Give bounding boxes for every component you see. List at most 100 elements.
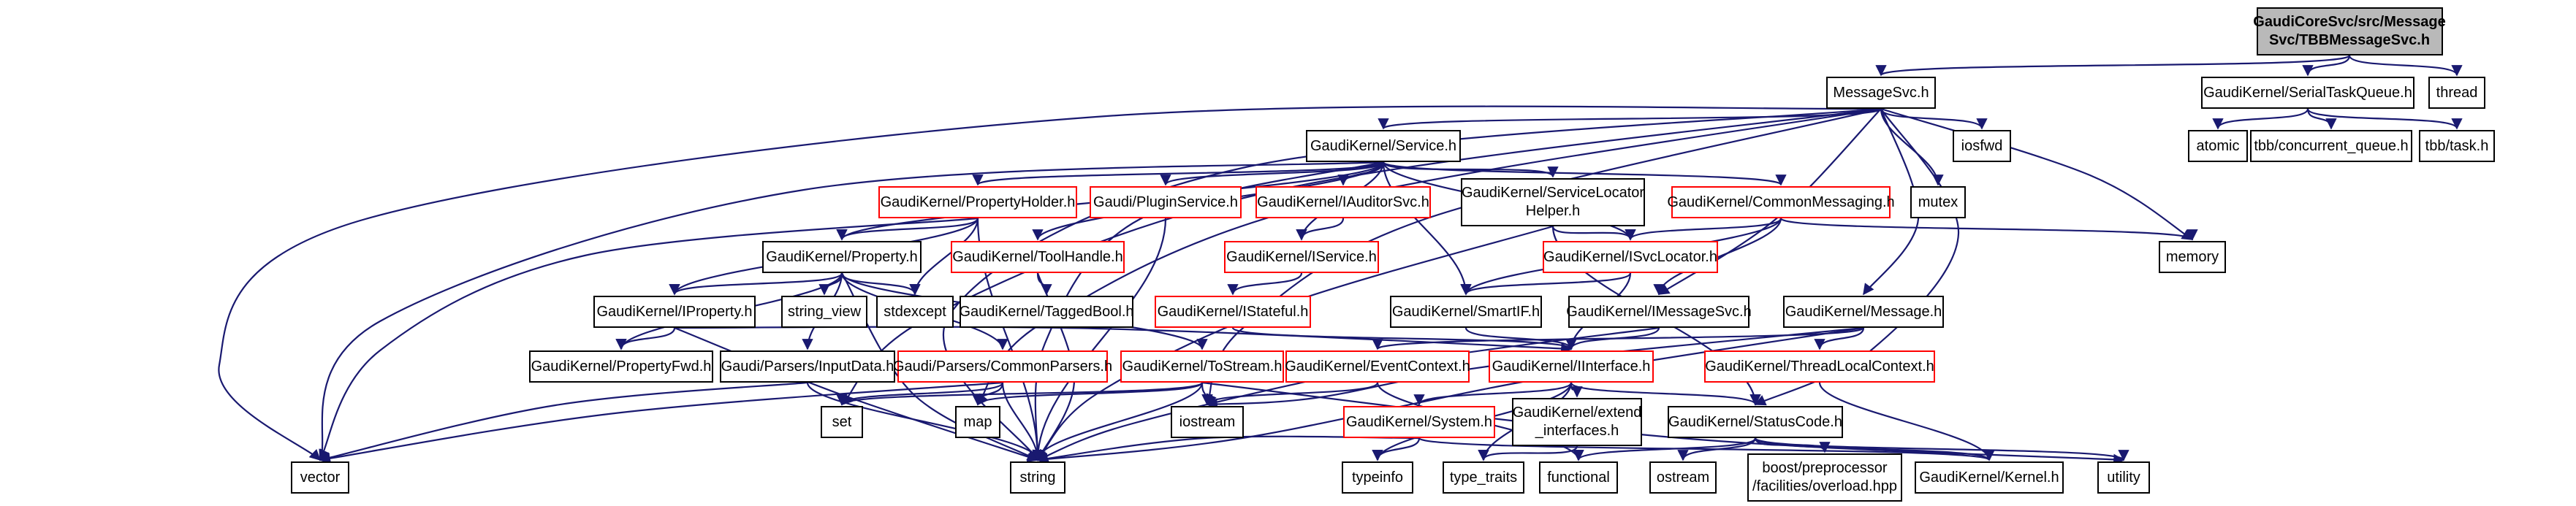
edge-messagesvc-to-imessagesvc: [1657, 108, 1882, 295]
edge-extendinterfaces-to-type_traits: [1478, 445, 1578, 461]
edge-root-to-thread: [2348, 55, 2463, 77]
edge-iinterface-to-system: [1413, 382, 1573, 406]
edge-statuscode-to-utility: [1754, 437, 2129, 461]
edge-message-to-eventcontext: [1372, 326, 1865, 350]
edge-system-to-typeinfo: [1372, 437, 1421, 461]
graph-node-propertyholder[interactable]: GaudiKernel/PropertyHolder.h: [878, 186, 1077, 218]
edge-tostream-to-iostream: [1201, 382, 1213, 406]
graph-node-iproperty[interactable]: GaudiKernel/IProperty.h: [593, 296, 756, 328]
edge-messagesvc-to-mutex: [1880, 108, 1944, 186]
graph-node-iinterface[interactable]: GaudiKernel/IInterface.h: [1489, 350, 1654, 383]
graph-node-root: GaudiCoreSvc/src/Message Svc/TBBMessageS…: [2253, 7, 2446, 55]
graph-node-kernel[interactable]: GaudiKernel/Kernel.h: [1915, 461, 2064, 494]
edge-propertyholder-to-property: [836, 218, 979, 241]
graph-node-isvclocator[interactable]: GaudiKernel/ISvcLocator.h: [1543, 241, 1718, 273]
graph-node-smartif[interactable]: GaudiKernel/SmartIF.h: [1390, 296, 1542, 328]
graph-node-taggedbool[interactable]: GaudiKernel/TaggedBool.h: [959, 296, 1134, 328]
graph-node-service[interactable]: GaudiKernel/Service.h: [1306, 130, 1461, 162]
edge-iinterface-to-statuscode: [1570, 382, 1761, 406]
edge-property-to-stdexcept: [840, 272, 921, 296]
graph-node-pluginservice[interactable]: Gaudi/PluginService.h: [1090, 186, 1242, 218]
edge-iproperty-to-iinterface: [674, 326, 1573, 355]
edge-tostream-to-map: [972, 381, 1204, 406]
graph-node-toolhandle[interactable]: GaudiKernel/ToolHandle.h: [951, 241, 1125, 273]
edge-system-to-kernel: [1418, 437, 1995, 461]
edge-propertyholder-to-vector: [319, 217, 979, 461]
graph-node-commonmessaging[interactable]: GaudiKernel/CommonMessaging.h: [1667, 186, 1895, 218]
graph-node-stdexcept[interactable]: stdexcept: [876, 296, 954, 328]
edge-root-to-messagesvc: [1875, 54, 2351, 77]
edge-service-to-commonmessaging: [1382, 161, 1787, 186]
graph-node-utility[interactable]: utility: [2097, 461, 2150, 494]
graph-node-imessagesvc[interactable]: GaudiKernel/IMessageSvc.h: [1566, 296, 1752, 328]
edge-commonmessaging-to-isvclocator: [1625, 218, 1782, 241]
graph-node-type_traits[interactable]: type_traits: [1443, 461, 1524, 494]
edge-messagesvc-to-iosfwd: [1880, 108, 1988, 130]
edge-statuscode-to-kernel: [1754, 437, 1995, 461]
edge-messagesvc-to-iostream: [1206, 107, 1882, 406]
graph-node-ostream[interactable]: ostream: [1649, 461, 1717, 494]
graph-node-threadlocalcontext[interactable]: GaudiKernel/ThreadLocalContext.h: [1704, 350, 1935, 383]
edge-commonparsers-to-map: [972, 382, 1004, 406]
edge-pluginservice-to-string: [1032, 218, 1167, 461]
edge-messagesvc-to-memory: [1880, 107, 2194, 240]
edge-iauditorsvc-to-iservice: [1296, 218, 1345, 241]
graph-node-system[interactable]: GaudiKernel/System.h: [1343, 406, 1495, 438]
graph-node-functional[interactable]: functional: [1539, 461, 1618, 494]
graph-node-commonparsers[interactable]: Gaudi/Parsers/CommonParsers.h: [893, 350, 1112, 383]
graph-node-istateful[interactable]: GaudiKernel/IStateful.h: [1155, 296, 1311, 328]
graph-node-atomic[interactable]: atomic: [2188, 130, 2248, 162]
graph-node-mutex[interactable]: mutex: [1910, 186, 1966, 218]
graph-node-boostoverload[interactable]: boost/preprocessor /facilities/overload.…: [1747, 453, 1902, 502]
edge-serialtaskqueue-to-tbb_concurrent_queue: [2306, 108, 2337, 130]
edge-isvclocator-to-smartif: [1460, 272, 1632, 296]
edge-messagesvc-to-statuscode: [1754, 108, 1960, 406]
edge-istateful-to-iinterface: [1231, 326, 1577, 350]
edge-message-to-string: [1036, 326, 1864, 465]
graph-node-typeinfo[interactable]: typeinfo: [1342, 461, 1413, 494]
graph-node-thread[interactable]: thread: [2428, 77, 2485, 109]
graph-node-map[interactable]: map: [955, 406, 1000, 438]
edge-service-to-vector: [319, 161, 1384, 461]
edge-messagesvc-to-message: [1863, 108, 1920, 296]
graph-node-set[interactable]: set: [821, 406, 863, 438]
graph-node-iservice[interactable]: GaudiKernel/IService.h: [1224, 241, 1379, 273]
edge-commonmessaging-to-memory: [1779, 217, 2198, 241]
edge-tostream-to-string: [1032, 382, 1204, 461]
edge-root-to-serialtaskqueue: [2302, 55, 2351, 77]
edge-service-to-smartif: [1382, 161, 1472, 296]
graph-node-tbb_task[interactable]: tbb/task.h: [2419, 130, 2495, 162]
edge-slhelper-to-string: [1036, 225, 1554, 461]
graph-node-eventcontext[interactable]: GaudiKernel/EventContext.h: [1285, 350, 1470, 383]
edge-property-to-iproperty: [669, 272, 843, 296]
graph-node-messagesvc[interactable]: MessageSvc.h: [1826, 77, 1936, 109]
edge-tostream-to-set: [836, 381, 1204, 406]
edge-messagesvc-to-vector: [218, 105, 1882, 461]
edge-service-to-slhelper: [1382, 161, 1559, 178]
graph-node-serialtaskqueue[interactable]: GaudiKernel/SerialTaskQueue.h: [2201, 77, 2414, 109]
edge-inputdata-to-string: [806, 382, 1044, 461]
graph-node-statuscode[interactable]: GaudiKernel/StatusCode.h: [1668, 406, 1843, 438]
edge-threadlocalcontext-to-kernel: [1818, 382, 1995, 461]
graph-node-slhelper[interactable]: GaudiKernel/ServiceLocator Helper.h: [1461, 178, 1645, 226]
edge-commonparsers-to-vector: [319, 381, 1003, 464]
graph-node-propertyfwd[interactable]: GaudiKernel/PropertyFwd.h: [529, 350, 713, 383]
edge-service-to-pluginservice: [1160, 161, 1385, 186]
graph-node-iostream[interactable]: iostream: [1171, 406, 1244, 438]
graph-node-string[interactable]: string: [1010, 461, 1065, 494]
graph-node-message[interactable]: GaudiKernel/Message.h: [1783, 296, 1944, 328]
graph-node-extendinterfaces[interactable]: GaudiKernel/extend _interfaces.h: [1512, 398, 1642, 446]
graph-node-memory[interactable]: memory: [2159, 241, 2226, 273]
graph-node-iauditorsvc[interactable]: GaudiKernel/IAuditorSvc.h: [1255, 186, 1431, 218]
edge-statuscode-to-ostream: [1677, 437, 1757, 461]
graph-node-vector[interactable]: vector: [291, 461, 349, 494]
graph-node-property[interactable]: GaudiKernel/Property.h: [762, 241, 922, 273]
graph-node-string_view[interactable]: string_view: [781, 296, 867, 328]
graph-node-iosfwd[interactable]: iosfwd: [1953, 130, 2011, 162]
edge-message-to-threadlocalcontext: [1814, 327, 1865, 350]
graph-node-tostream[interactable]: GaudiKernel/ToStream.h: [1120, 350, 1284, 383]
graph-node-tbb_concurrent_queue[interactable]: tbb/concurrent_queue.h: [2250, 130, 2412, 162]
graph-node-inputdata[interactable]: Gaudi/Parsers/InputData.h: [720, 350, 895, 383]
edge-commonparsers-to-set: [836, 382, 1004, 406]
